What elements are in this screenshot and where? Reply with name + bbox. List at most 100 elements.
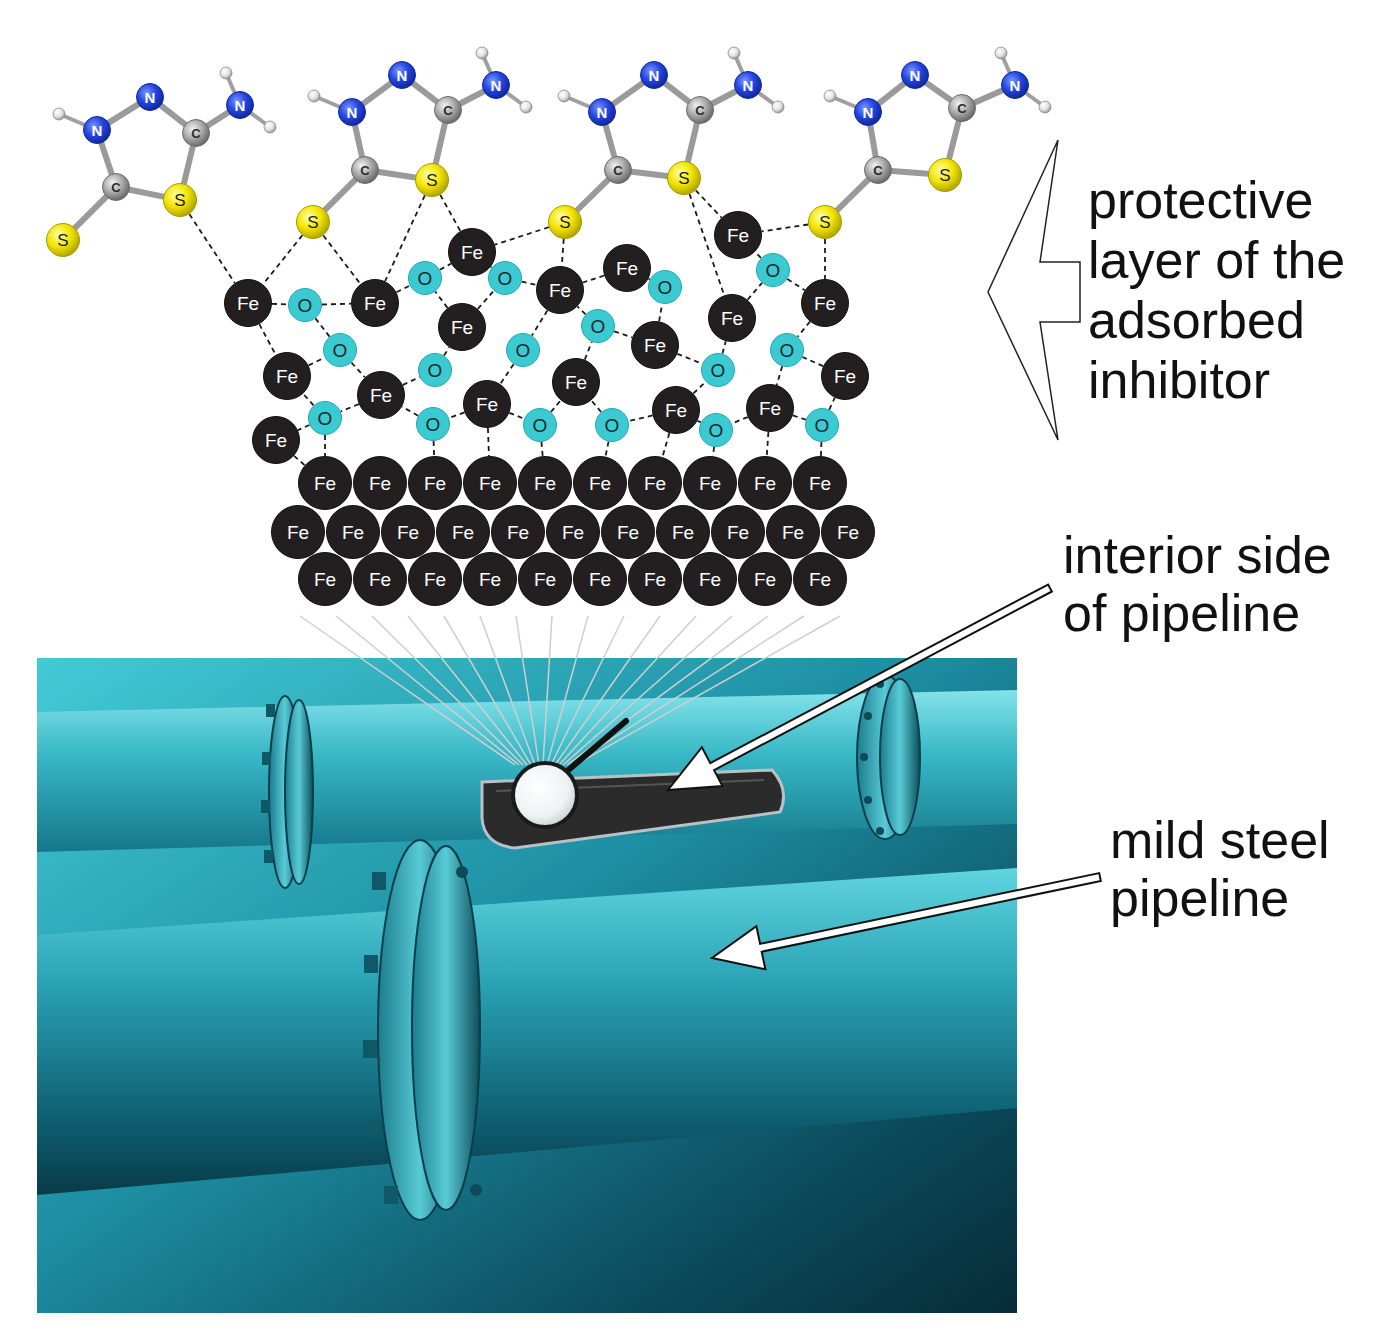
atom-circle <box>309 402 342 435</box>
atom-symbol: Fe <box>589 474 611 493</box>
surface-bond <box>697 421 700 423</box>
covalent-bond <box>577 180 608 210</box>
sulfur-atom: S <box>296 205 330 239</box>
iron-oxide-atom: Fe <box>821 352 869 400</box>
magnification-ray <box>547 616 588 765</box>
atom-circle <box>739 553 792 606</box>
atom-symbol: Fe <box>814 294 836 313</box>
magnification-ray <box>408 616 527 765</box>
atom-symbol: N <box>1010 78 1021 93</box>
surface-bond <box>677 354 702 364</box>
surface-bond <box>798 322 810 337</box>
atom-circle <box>802 280 849 327</box>
atom-symbol: Fe <box>265 431 287 450</box>
atom-symbol: N <box>649 68 660 83</box>
sulfur-atom: S <box>163 183 197 217</box>
flange-bolt <box>470 1184 482 1196</box>
atom-circle <box>354 457 407 510</box>
atom-circle <box>417 408 450 441</box>
atom-circle <box>492 506 545 559</box>
hydrogen-bonds <box>59 53 1045 130</box>
atom-symbol: O <box>318 409 333 428</box>
atom-circle <box>865 157 892 184</box>
surface-bond <box>449 412 465 418</box>
atom-circle <box>409 457 462 510</box>
covalent-bond <box>109 104 138 122</box>
oxygen-atom: O <box>418 353 452 387</box>
atom-symbol: Fe <box>699 570 721 589</box>
atom-symbol: O <box>658 278 673 297</box>
iron-bulk-atom: Fe <box>793 552 847 606</box>
atom-circle <box>272 506 325 559</box>
atom-symbol: O <box>533 416 548 435</box>
magnifier-handle <box>566 721 626 772</box>
covalent-bond <box>161 106 185 125</box>
iron-oxide-atom: Fe <box>357 371 405 419</box>
surface-bond <box>495 227 549 244</box>
atom-circle <box>596 409 629 442</box>
atom-symbol: Fe <box>451 318 473 337</box>
atom-circle <box>653 387 700 434</box>
covalent-bond <box>712 91 735 103</box>
surface-bond <box>803 357 824 366</box>
atom-symbol: S <box>426 172 437 189</box>
atom-circle <box>227 92 254 119</box>
leader-arrow <box>668 585 1052 791</box>
atom-symbol: Fe <box>565 373 587 392</box>
leader-arrow <box>712 873 1101 969</box>
hydrogen-atom <box>772 101 784 113</box>
atom-symbol: Fe <box>699 474 721 493</box>
covalent-bond <box>870 126 875 156</box>
hydrogen-atom <box>558 90 570 102</box>
atom-symbol: S <box>939 167 950 184</box>
surface-bond <box>259 324 275 355</box>
atom-circle <box>339 99 366 126</box>
iron-bulk-atom: Fe <box>628 456 682 510</box>
atom-symbol: O <box>766 261 781 280</box>
covalent-bond <box>632 172 667 176</box>
atom-circle <box>629 457 682 510</box>
atom-circle <box>747 385 794 432</box>
iron-bulk-atom: Fe <box>738 456 792 510</box>
atom-circle <box>84 117 111 144</box>
atom-symbol: O <box>591 317 606 336</box>
atom-symbol: S <box>559 214 570 231</box>
surface-bond <box>272 303 288 305</box>
surface-bond <box>541 442 542 456</box>
magnification-ray <box>575 616 840 765</box>
surface-bond <box>585 342 592 360</box>
carbon-atom: C <box>604 156 632 184</box>
pipe-flange <box>285 700 313 884</box>
nitrogen-atom: N <box>901 61 929 89</box>
atom-symbol: S <box>174 192 185 209</box>
flange-bolt <box>864 796 872 804</box>
surface-bond <box>488 428 489 456</box>
flange-bolt <box>876 827 884 835</box>
atom-symbol: Fe <box>837 523 859 542</box>
atom-symbol: Fe <box>476 395 498 414</box>
atom-circle <box>771 334 804 367</box>
surface-bond <box>324 435 326 456</box>
nitrogen-atom: N <box>136 83 164 111</box>
surface-bond <box>323 235 360 283</box>
nitrogen-atom: N <box>83 116 111 144</box>
covalent-bond <box>325 180 355 210</box>
iron-bulk-atom: Fe <box>573 552 627 606</box>
iron-oxide-atom: Fe <box>448 228 496 276</box>
atom-symbol: Fe <box>727 226 749 245</box>
atom-circle <box>929 159 962 192</box>
atom-circle <box>1002 72 1029 99</box>
surface-bond <box>433 441 435 456</box>
magnification-ray <box>571 616 804 765</box>
atom-circle <box>739 457 792 510</box>
iron-bulk-atom: Fe <box>408 552 462 606</box>
scene-background <box>37 658 1017 1313</box>
hydrogen-atom <box>824 90 836 102</box>
atom-circle <box>553 359 600 406</box>
hydrogen-atom <box>728 47 740 59</box>
pipe-flange <box>412 846 480 1210</box>
surface-bond <box>762 225 808 232</box>
atom-circle <box>137 84 164 111</box>
atom-circle <box>524 409 557 442</box>
atom-symbol: S <box>678 170 689 187</box>
